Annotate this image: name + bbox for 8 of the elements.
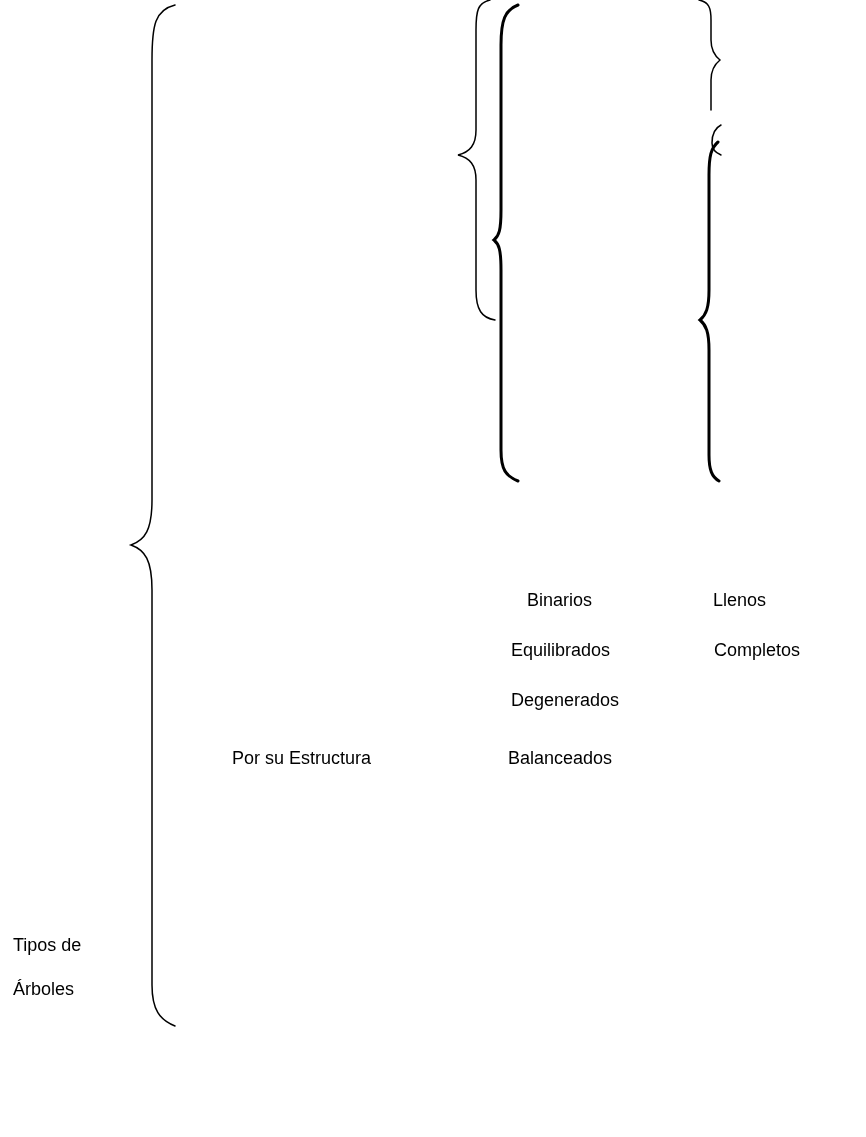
root-label: Tipos de Árboles: [13, 934, 83, 1001]
category-label: Binarios: [527, 591, 593, 609]
category-label: Balanceados: [508, 749, 613, 767]
category-label: Equilibrados: [511, 641, 611, 659]
category-label: Degenerados: [511, 691, 620, 709]
category-label: Completos: [714, 641, 801, 659]
category-label: Por su Estructura: [232, 749, 372, 767]
category-label: Llenos: [713, 591, 767, 609]
